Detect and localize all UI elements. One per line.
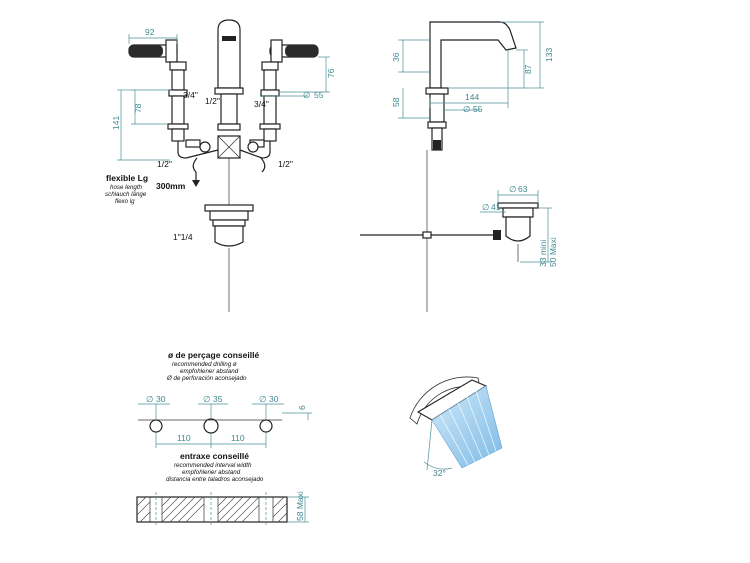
hose-line3: flexo lg: [115, 198, 135, 205]
dim-78: 78: [133, 103, 143, 113]
drilling-line1: recommended drilling ø: [172, 361, 237, 368]
thread-12-spout: 1/2": [205, 96, 220, 106]
countertop-section: [136, 496, 288, 523]
hatching-left: [136, 496, 151, 523]
diam-symbol-55-side: ∅: [463, 104, 471, 114]
hatching-right: [272, 496, 288, 523]
dim-141: 141: [111, 116, 121, 130]
hole-left: [149, 419, 163, 433]
arrow-head: [192, 180, 200, 187]
spray-angle: 32°: [433, 468, 446, 478]
interval-title: entraxe conseillé: [180, 451, 249, 461]
drill-spacing-b: 110: [231, 433, 245, 443]
hose-length: 300mm: [156, 181, 186, 191]
hose-info: flexible Lg hose length schlauch länge f…: [105, 173, 186, 205]
dim-55: 55: [314, 90, 324, 100]
hatching-middle-right: [217, 496, 260, 523]
front-view: 92 78 141 76 ∅ 55 3/4" 1/2" 3/4" 1/2" 1/…: [105, 19, 336, 312]
drill-diam-symbol-a: ∅: [146, 394, 154, 404]
interval-h58: 58 Maxi: [295, 491, 305, 521]
right-handle: [259, 39, 319, 142]
drill-d35: 35: [213, 394, 223, 404]
diam-symbol-63: ∅: [509, 184, 517, 194]
dim-76: 76: [326, 68, 336, 78]
hose-line1: hose length: [110, 184, 143, 191]
thread-12-right: 1/2": [278, 159, 293, 169]
drilling-line2: empfohlener abstand: [180, 368, 239, 375]
spout-side: [429, 21, 517, 89]
dim-36: 36: [391, 52, 401, 62]
thread-34-right: 3/4": [254, 99, 269, 109]
diam-symbol-55: ∅: [303, 90, 311, 100]
interval-line1: recommended interval width: [174, 462, 252, 469]
drilling-title: ø de perçage conseillé: [168, 350, 259, 360]
hole-sections: [149, 497, 274, 522]
thread-114: 1"1/4: [173, 232, 193, 242]
mixer-body: [177, 135, 271, 205]
hole-centerlines: [155, 492, 267, 527]
dim-55-side: 55: [473, 104, 483, 114]
drill-spacing-a: 110: [177, 433, 191, 443]
dim-92: 92: [145, 27, 155, 37]
dim-58: 58: [391, 97, 401, 107]
interval-line2: empfohlener abstand: [182, 469, 241, 476]
spray-detail: 32°: [409, 376, 503, 478]
dim-144: 144: [465, 92, 479, 102]
drill-diam-symbol-c: ∅: [259, 394, 267, 404]
hose-title: flexible Lg: [106, 173, 148, 183]
spout-front: [214, 19, 244, 131]
drill-d30-b: 30: [269, 394, 279, 404]
diam-symbol-41: ∅: [482, 202, 490, 212]
drill-h6: 6: [297, 405, 307, 410]
interval-section: entraxe conseillé recommended interval w…: [136, 451, 309, 527]
hole-center: [203, 418, 219, 434]
front-dimensions: 92 78 141 76 ∅ 55: [111, 27, 336, 161]
dim-133: 133: [544, 48, 554, 62]
water-jet: [431, 385, 503, 469]
dim-63: 63: [518, 184, 528, 194]
drill-d30-a: 30: [156, 394, 166, 404]
dim-41: 41: [491, 202, 501, 212]
dim-87: 87: [523, 64, 533, 74]
dim-50-maxi: 50 Maxi: [548, 237, 558, 267]
drilling-line3: Ø de perforación aconsejado: [166, 375, 247, 382]
side-view: 36 58 144 ∅ 55 87 133 ∅ 63: [360, 21, 558, 312]
interval-line3: distancia entre taladros aconsejado: [166, 476, 264, 483]
side-dimensions: 36 58 144 ∅ 55 87 133 ∅ 63: [391, 21, 558, 267]
drilling-plan: ø de perçage conseillé recommended drill…: [138, 350, 312, 448]
hatching-middle-left: [161, 496, 205, 523]
drill-diam-symbol-b: ∅: [203, 394, 211, 404]
dim-33-mini: 33 mini: [538, 239, 548, 267]
drain-front: [204, 204, 254, 312]
thread-34-left: 3/4": [183, 90, 198, 100]
hole-right: [259, 419, 273, 433]
thread-labels: 3/4" 1/2" 3/4" 1/2" 1/2" 1"1/4: [157, 90, 293, 242]
left-handle: [128, 39, 189, 142]
hose-line2: schlauch länge: [105, 191, 147, 198]
thread-12-left: 1/2": [157, 159, 172, 169]
drain-side: [497, 202, 539, 262]
